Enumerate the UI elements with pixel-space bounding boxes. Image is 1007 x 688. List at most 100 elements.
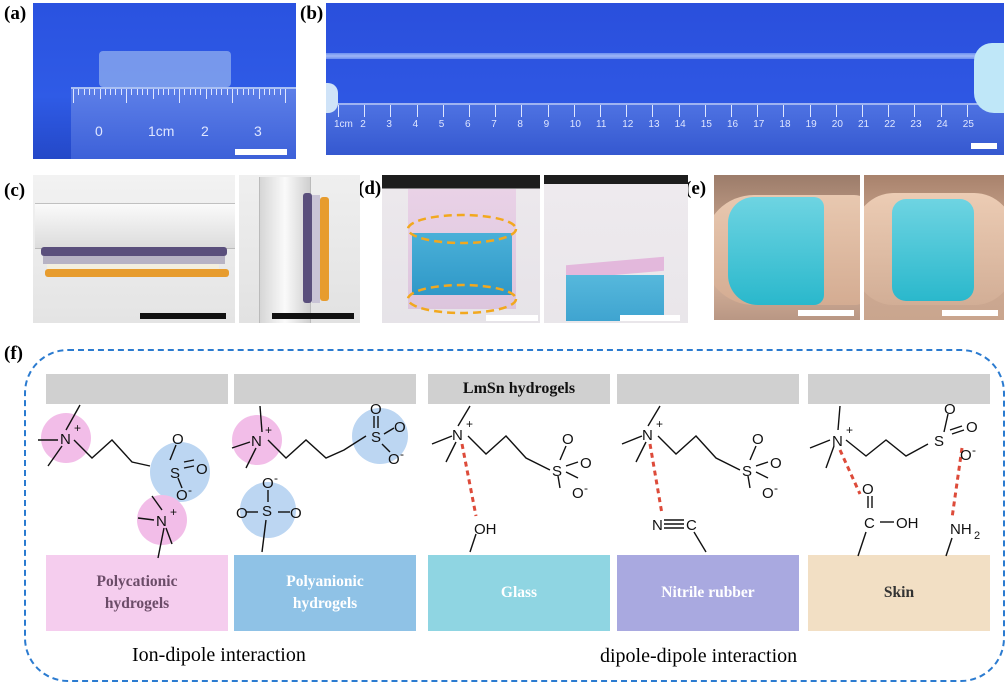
ruler-a-tick bbox=[194, 89, 196, 95]
ruler-b-label: 24 bbox=[936, 119, 948, 130]
substrate-nitrile-rubber: Nitrile rubber bbox=[617, 555, 799, 631]
header-bar-2 bbox=[234, 374, 416, 404]
chem5-O-carbonyl: O bbox=[862, 481, 874, 498]
chem2-O3: O bbox=[388, 451, 400, 468]
chem5-O3: O bbox=[960, 447, 972, 464]
ruler-b-tick bbox=[731, 105, 732, 117]
chem1b-N-plus: + bbox=[170, 505, 177, 519]
panel-a-label: (a) bbox=[4, 3, 27, 24]
chem4-O-minus: - bbox=[774, 481, 778, 495]
ruler-a-tick bbox=[226, 89, 228, 95]
ruler-a-tick bbox=[99, 89, 101, 99]
ruler-b-tick bbox=[757, 105, 759, 117]
ruler-b-tick bbox=[547, 105, 549, 117]
ruler-b-label: 23 bbox=[910, 119, 922, 130]
ruler-a-tick bbox=[163, 89, 165, 95]
ruler-b-label: 5 bbox=[438, 119, 445, 130]
chem4-S: S bbox=[742, 463, 752, 480]
header-bar-lmsn: LmSn hydrogels bbox=[428, 374, 610, 404]
ruler-a-tick bbox=[285, 89, 286, 103]
ruler-b-label: 22 bbox=[884, 119, 896, 130]
ruler-b-label: 15 bbox=[700, 119, 712, 130]
ruler-b-label: 11 bbox=[596, 119, 607, 130]
chem5-C: C bbox=[864, 515, 875, 532]
ruler-b-label: 9 bbox=[543, 119, 550, 130]
ruler-a-tick bbox=[205, 89, 207, 99]
ruler-b-label: 10 bbox=[569, 119, 581, 130]
ruler-a-tick bbox=[179, 89, 180, 103]
header-bar-5 bbox=[808, 374, 990, 404]
chem5-OH: OH bbox=[896, 515, 919, 532]
chem3-O-minus: - bbox=[584, 481, 588, 495]
ruler-b-label: 2 bbox=[360, 119, 366, 130]
ruler-b-tick bbox=[626, 105, 628, 117]
substrate-skin: Skin bbox=[808, 555, 990, 631]
chem4-O2: O bbox=[770, 455, 782, 472]
ruler-a-tick bbox=[141, 89, 143, 95]
chem5-O1: O bbox=[944, 401, 956, 418]
chem1-N-plus: + bbox=[74, 421, 81, 435]
ruler-a-tick bbox=[269, 89, 271, 95]
ruler-b-label: 6 bbox=[465, 119, 471, 130]
ruler-b-tick bbox=[390, 105, 392, 117]
ruler-a-tick bbox=[147, 89, 149, 95]
chem2b-O2: O bbox=[236, 505, 248, 522]
scheme-border bbox=[24, 349, 1005, 682]
ruler-a-tick bbox=[258, 89, 260, 99]
ruler-a-tick bbox=[189, 89, 191, 95]
chem1-N: N bbox=[60, 431, 71, 448]
chem5-NH-sub: 2 bbox=[974, 530, 980, 542]
ruler-b-label: 3 bbox=[386, 119, 392, 130]
ruler-b-tick bbox=[914, 105, 916, 117]
panel-d-label: (d) bbox=[358, 178, 382, 199]
ruler-b-label: 16 bbox=[727, 119, 739, 130]
ruler-a-tick bbox=[136, 89, 138, 95]
substrate-polyanionic: Polyanionic hydrogels bbox=[234, 555, 416, 631]
ruler-a-tick bbox=[184, 89, 186, 95]
ruler-b-label: 17 bbox=[753, 119, 765, 130]
chem2-O-minus: - bbox=[400, 447, 404, 461]
ruler-a-tick bbox=[274, 89, 276, 95]
ruler-a-tick bbox=[110, 89, 112, 95]
chem2b-O1: O bbox=[262, 475, 274, 492]
ruler-b-label: 14 bbox=[674, 119, 686, 130]
scalebar-a bbox=[235, 149, 287, 155]
chem4-O1: O bbox=[752, 431, 764, 448]
ruler-a-tick bbox=[168, 89, 170, 95]
ruler-a-tick bbox=[237, 89, 239, 95]
chem5-S: S bbox=[934, 433, 944, 450]
chem2-N-plus: + bbox=[265, 423, 272, 437]
chem5-NH: NH bbox=[950, 521, 972, 538]
ruler-a-tick bbox=[221, 89, 223, 95]
ruler-b-tick bbox=[600, 105, 601, 117]
ruler-a-tick bbox=[263, 89, 265, 95]
caption-ion-dipole: Ion-dipole interaction bbox=[132, 644, 306, 666]
ruler-b-label: 19 bbox=[805, 119, 817, 130]
ruler-a-label-3: 3 bbox=[254, 123, 262, 139]
ruler-b-label: 20 bbox=[831, 119, 843, 130]
highlight-ellipses bbox=[406, 213, 518, 315]
header-bar-4 bbox=[617, 374, 799, 404]
chem3-S: S bbox=[552, 463, 562, 480]
scalebar-e2 bbox=[942, 310, 998, 316]
chem2-O2: O bbox=[394, 419, 406, 436]
ruler-b-tick bbox=[469, 105, 470, 117]
chem4-N-nitrile: N bbox=[652, 517, 663, 534]
ruler-b-tick bbox=[521, 105, 523, 117]
chem1b-N: N bbox=[156, 513, 167, 530]
ruler-a-tick bbox=[200, 89, 202, 95]
ruler-a-label-0: 0 bbox=[95, 123, 103, 139]
chem1-O3: O bbox=[176, 487, 188, 504]
chem1-S: S bbox=[170, 465, 180, 482]
chem5-N: N bbox=[832, 433, 843, 450]
ruler-a-tick bbox=[173, 89, 175, 95]
ruler-b-tick bbox=[573, 105, 575, 117]
scalebar-b bbox=[971, 143, 997, 149]
ruler-b-tick bbox=[416, 105, 418, 117]
ruler-b-tick bbox=[835, 105, 837, 117]
chem2-N: N bbox=[251, 433, 262, 450]
ruler-b-tick bbox=[495, 105, 497, 117]
header-bar-1 bbox=[46, 374, 228, 404]
